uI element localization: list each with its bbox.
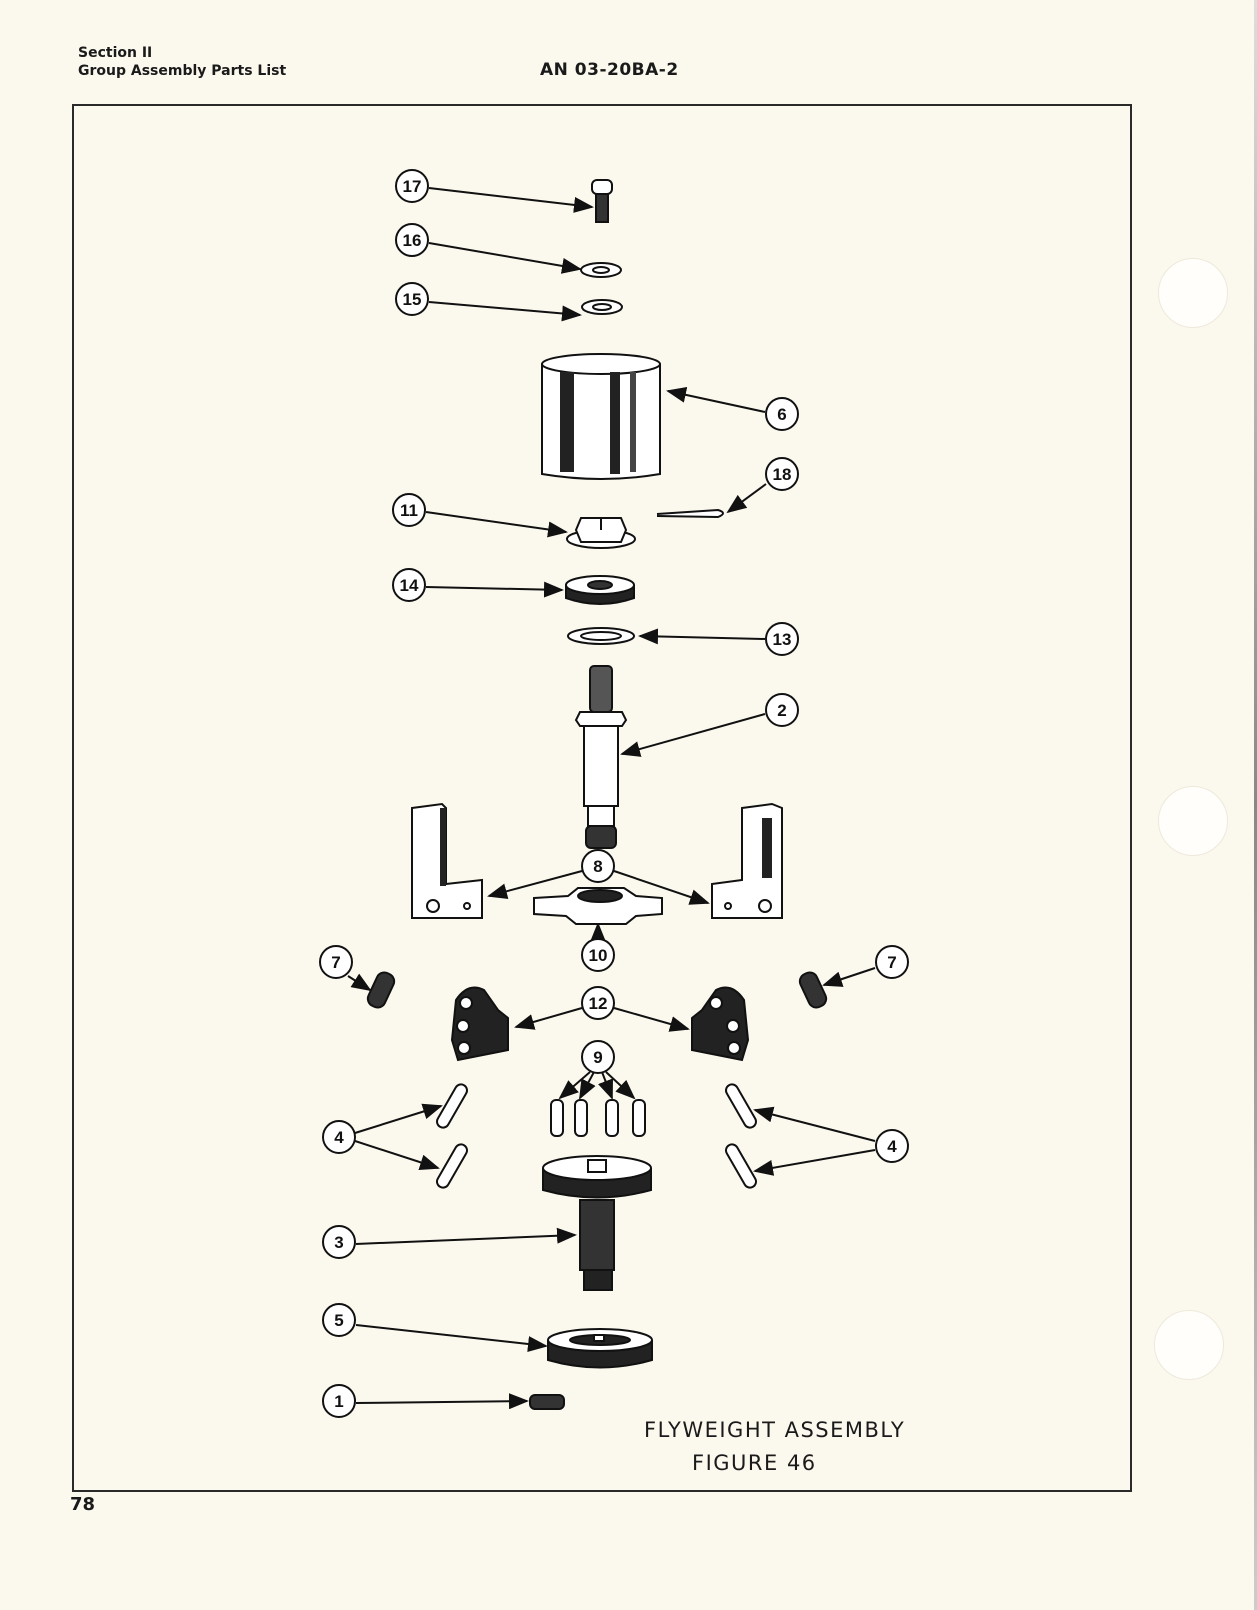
section-header: Section II Group Assembly Parts List [78,44,286,80]
svg-text:7: 7 [331,953,340,972]
screw-part-17 [591,179,613,223]
svg-text:6: 6 [777,405,786,424]
figure-frame [72,104,1132,1492]
page-number: 78 [70,1494,96,1515]
svg-text:5: 5 [334,1311,343,1330]
svg-text:14: 14 [400,576,419,595]
punch-hole-top [1158,258,1228,328]
svg-text:10: 10 [589,946,608,965]
punch-hole-bottom [1154,1310,1224,1380]
section-label: Section II [78,45,153,61]
page-edge [1254,0,1257,1610]
punch-hole-middle [1158,786,1228,856]
svg-text:1: 1 [334,1392,343,1411]
svg-text:18: 18 [773,465,792,484]
svg-text:16: 16 [403,231,422,250]
svg-text:17: 17 [403,177,422,196]
svg-text:2: 2 [777,701,786,720]
svg-text:7: 7 [887,953,896,972]
document-number: AN 03-20BA-2 [540,60,679,80]
figure-title: FLYWEIGHT ASSEMBLY [644,1418,906,1442]
figure-number: FIGURE 46 [692,1451,817,1475]
svg-text:3: 3 [334,1233,343,1252]
svg-text:13: 13 [773,630,792,649]
svg-text:12: 12 [589,994,608,1013]
svg-text:11: 11 [400,501,418,520]
section-subtitle: Group Assembly Parts List [78,63,287,79]
svg-text:4: 4 [334,1128,344,1147]
callouts: 17 16 15 6 18 11 14 13 2 8 10 7 7 12 9 4… [319,169,909,1418]
svg-text:4: 4 [887,1137,897,1156]
svg-text:9: 9 [593,1048,602,1067]
svg-text:15: 15 [403,290,422,309]
svg-text:8: 8 [593,857,602,876]
